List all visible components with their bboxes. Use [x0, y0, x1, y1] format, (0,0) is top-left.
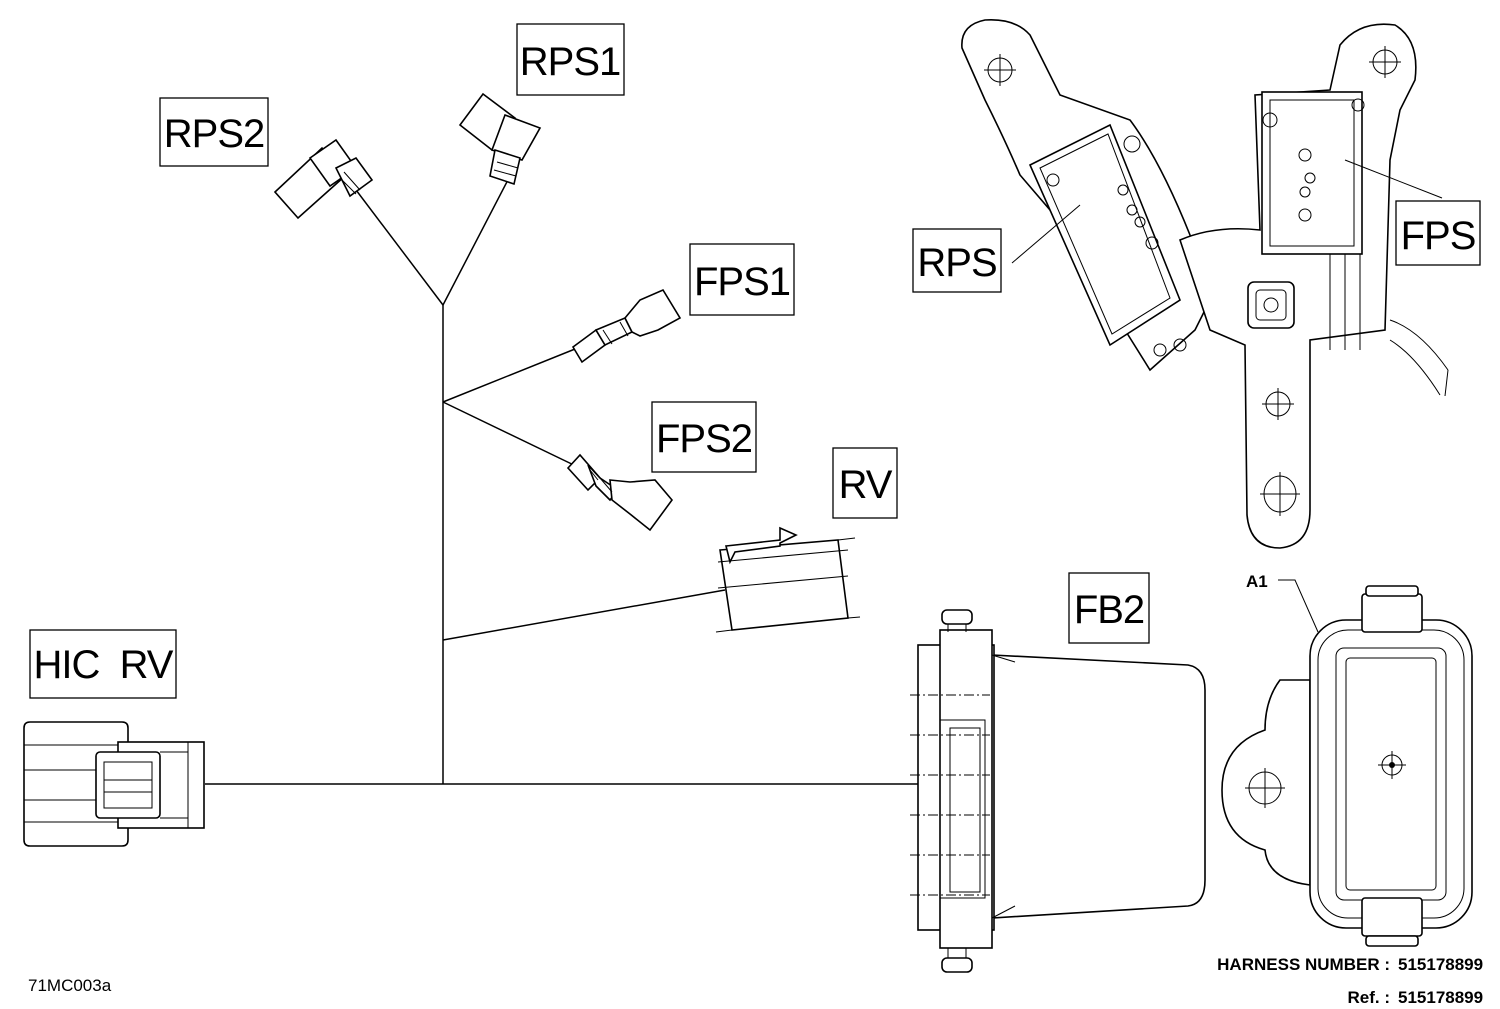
svg-text:RPS1: RPS1 — [520, 40, 621, 84]
svg-text:RV: RV — [839, 463, 893, 507]
ref-label: Ref. : — [1348, 988, 1391, 1007]
label-rps1: RPS1 — [516, 23, 625, 96]
harness-wires — [205, 175, 918, 785]
ref-value: 515178899 — [1398, 988, 1483, 1007]
svg-text:HIC RV: HIC RV — [34, 643, 174, 687]
svg-text:RPS2: RPS2 — [164, 112, 265, 156]
harness-number-label: HARNESS NUMBER : — [1217, 955, 1390, 974]
harness-number-value: 515178899 — [1398, 955, 1483, 974]
svg-text:FPS2: FPS2 — [656, 417, 752, 461]
label-fps1: FPS1 — [689, 243, 795, 316]
svg-text:FPS: FPS — [1401, 214, 1476, 258]
rv-terminal — [715, 526, 861, 633]
fps2-terminal — [566, 453, 674, 532]
rps2-connector — [273, 138, 374, 220]
label-fps2: FPS2 — [651, 401, 757, 473]
label-a1: A1 — [1246, 572, 1268, 591]
label-rv: RV — [832, 447, 898, 519]
figure-id: 71MC003a — [28, 976, 112, 995]
fb2-connector-side — [910, 609, 1206, 973]
svg-text:FB2: FB2 — [1074, 588, 1144, 632]
svg-text:FPS1: FPS1 — [694, 260, 790, 304]
label-rps: RPS — [912, 228, 1002, 293]
switch-bracket-assembly — [961, 18, 1449, 549]
rps1-connector — [458, 92, 542, 186]
fps1-terminal — [571, 288, 682, 364]
svg-text:RPS: RPS — [917, 241, 996, 285]
fb2-connector-front — [1221, 579, 1473, 947]
label-rps2: RPS2 — [159, 97, 269, 167]
label-fps: FPS — [1395, 200, 1481, 266]
label-hic-rv: HIC RV — [29, 629, 177, 699]
label-fb2: FB2 — [1068, 572, 1150, 644]
hic-rv-connector — [23, 721, 205, 847]
